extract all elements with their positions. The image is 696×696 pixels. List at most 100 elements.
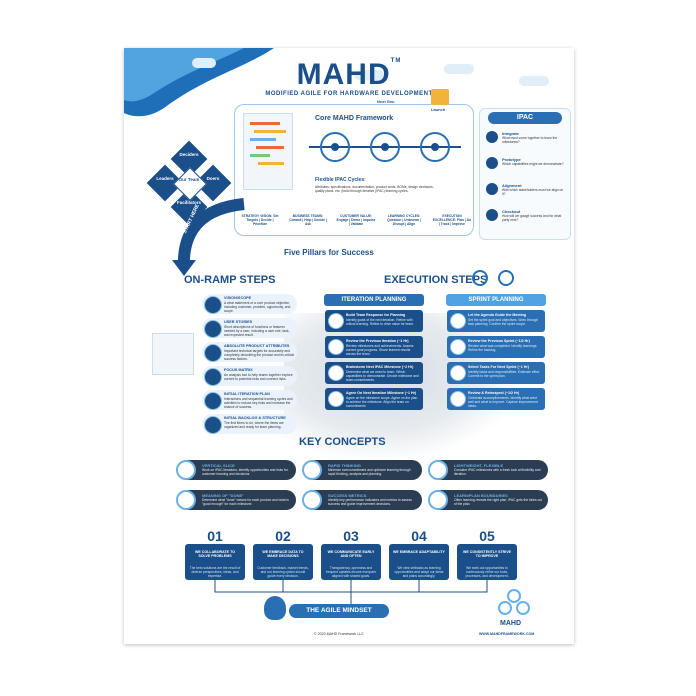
checkout-icon [486, 209, 498, 221]
ipac-item: Checkout How will we gauge success and f… [486, 207, 566, 229]
document-thumbnail [152, 333, 194, 375]
concept-card: SUCCESS METRICS Identify key performance… [302, 490, 422, 510]
team-icon [328, 313, 344, 329]
cycles-title: Flexible IPAC Cycles: [315, 177, 366, 183]
principle-number: 05 [479, 528, 495, 544]
pillar: LEARNING CYCLES: Question | Unknown | Di… [387, 214, 421, 226]
connector-lines [214, 580, 488, 604]
role-facilitators: Facilitators [176, 200, 201, 205]
ipac-item: Alignment With which stakeholders must w… [486, 181, 566, 203]
iteration-step: Agree On Next Iteration Milestone (~1 Hr… [325, 388, 423, 410]
user-stories-icon [204, 320, 222, 338]
onramp-title: ON-RAMP STEPS [184, 274, 276, 286]
onramp-item: FOCUS MATRIX An analysis tool to help te… [202, 366, 297, 386]
principle-card: WE COLLABORATE TO SOLVE PROBLEMS The bes… [185, 544, 245, 580]
cloud-icon [444, 64, 474, 74]
onramp-item: USER STORIES Short descriptions of funct… [202, 318, 297, 338]
onramp-item: INITIAL ITERATION PLAN Interactions and … [202, 390, 297, 410]
mahd-logo-icon [498, 589, 530, 615]
cycles-desc: Attributes, specifications, documentatio… [315, 185, 434, 193]
ipac-item: Integrate What must come together to lea… [486, 129, 566, 151]
agree-icon [328, 391, 344, 407]
cycle-icon [498, 270, 514, 286]
done-icon [176, 490, 196, 510]
alignment-icon [486, 183, 498, 195]
concept-card: MEANING OF "DONE" Determine what "done" … [176, 490, 296, 510]
principle-card: WE EMBRACE DATA TO MAKE DECISIONS Custom… [253, 544, 313, 580]
principle-card: WE EMBRACE ADAPTABILITY We view setbacks… [389, 544, 449, 580]
review-icon [450, 339, 466, 355]
principle-number: 01 [207, 528, 223, 544]
iteration-step: Review the Previous Iteration (~1 Hr) Re… [325, 336, 423, 358]
core-framework-box: Next Gen Launch Core MAHD Framework Flex… [234, 89, 474, 236]
next-gen-label: Next Gen [375, 99, 397, 104]
pillar: CUSTOMER VALUE: Engage | Demo | Impulse … [336, 214, 376, 226]
role-leaders: Leaders [156, 176, 174, 181]
sprint-step: Let the Agenda Guide the Meeting Set the… [447, 310, 545, 332]
focus-matrix-icon [204, 368, 222, 386]
cloud-icon [519, 76, 549, 86]
pillar: BUSINESS TEAMS: Commit | Help | Decide |… [289, 214, 327, 226]
footer-logo-text: MAHD [500, 620, 521, 627]
cloud-icon [192, 58, 216, 68]
iteration-planning-header: ITERATION PLANNING [324, 294, 424, 306]
role-doers: Doers [206, 176, 220, 181]
success-metrics-icon [302, 490, 322, 510]
execution-title: EXECUTION STEPS [384, 274, 488, 286]
website-link[interactable]: WWW.MAHDFRAMEWORK.COM [479, 632, 535, 636]
onramp-item: ABSOLUTE PRODUCT ATTRIBUTES Important te… [202, 342, 297, 362]
principle-card: WE COMMUNICATE EARLY AND OFTEN Transpare… [321, 544, 381, 580]
page-subtitle: MODIFIED AGILE FOR HARDWARE DEVELOPMENT [265, 91, 433, 97]
boundaries-icon [428, 490, 448, 510]
sprint-step: Select Tasks For Next Sprint (~1 Hr) Ide… [447, 362, 545, 384]
ipac-title: IPAC [488, 112, 562, 124]
sprint-step: Review the Previous Sprint (~1/2 Hr) Rev… [447, 336, 545, 358]
retrospect-icon [450, 391, 466, 407]
backlog-icon [204, 416, 222, 434]
concept-card: RAPID THINKING Minimize overcommitment a… [302, 460, 422, 480]
vertical-slice-icon [176, 460, 196, 480]
vision-icon [204, 296, 222, 314]
cycle-diagram [309, 132, 461, 162]
pillars-row: STRATEGY VISION: Set Targets | Decide | … [240, 214, 472, 254]
lightweight-icon [428, 460, 448, 480]
sprint-planning-header: SPRINT PLANNING [446, 294, 546, 306]
pillar: EXECUTION EXCELLENCE: Plan | Do | Track … [432, 214, 472, 226]
sprint-step: Review & Retrospect (~1/2 Hr) Celebrate … [447, 388, 545, 410]
review-icon [328, 339, 344, 355]
prototype-icon [486, 157, 498, 169]
principle-number: 03 [343, 528, 359, 544]
onramp-item: VISION/SCOPE A clear statement of a core… [202, 294, 297, 314]
page-title: MAHDTM [296, 58, 402, 91]
rapid-thinking-icon [302, 460, 322, 480]
cloud-icon [354, 70, 384, 80]
principle-number: 04 [411, 528, 427, 544]
ipac-panel: IPAC Integrate What must come together t… [479, 108, 571, 240]
concept-card: LIGHTWEIGHT, FLEXIBLE Consider IPAC mile… [428, 460, 548, 480]
agenda-icon [450, 313, 466, 329]
pillar: STRATEGY VISION: Set Targets | Decide | … [241, 214, 279, 226]
team-center-label: Our Team [178, 177, 200, 182]
role-deciders: Deciders [179, 152, 199, 157]
core-title: Core MAHD Framework [315, 115, 394, 122]
team-diamond: Deciders Leaders Doers Facilitators Our … [144, 138, 234, 228]
poster: MAHDTM MODIFIED AGILE FOR HARDWARE DEVEL… [124, 48, 574, 644]
iteration-plan-icon [204, 392, 222, 410]
iteration-step: Build Team Response for Planning Identif… [325, 310, 423, 332]
tasks-icon [450, 365, 466, 381]
start-here-arrow [172, 198, 245, 276]
brainstorm-icon [328, 365, 344, 381]
launch-label: Launch [431, 107, 446, 112]
brain-head-icon [264, 596, 286, 620]
cycle-icon [472, 270, 488, 286]
concept-card: LEARN/PLAN BOUNDARIES Often learning rev… [428, 490, 548, 510]
principle-card: WE CONSISTENTLY STRIVE TO IMPROVE We see… [457, 544, 517, 580]
agile-mindset-banner: THE AGILE MINDSET [289, 604, 389, 618]
ipac-item: Prototype Which capabilities might we de… [486, 155, 566, 177]
copyright: © 2023 MAHD Framework LLC [314, 632, 364, 636]
onramp-item: INITIAL BACKLOG & STRUCTURE The first it… [202, 414, 297, 434]
document-thumbnail [243, 113, 293, 190]
integrate-icon [486, 131, 498, 143]
launch-cubes-icon [431, 89, 449, 105]
iteration-step: Brainstorm Next IPAC Milestone (~2 Hr) D… [325, 362, 423, 384]
